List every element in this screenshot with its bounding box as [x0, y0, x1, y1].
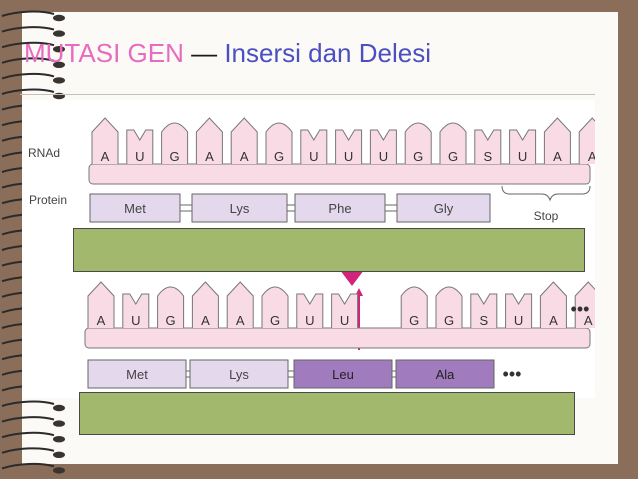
- top-base-letter: A: [553, 149, 562, 164]
- title-part-mutasi: MUTASI GEN: [24, 38, 184, 68]
- bottom-base-letter: G: [270, 313, 280, 328]
- top-base-letter: U: [518, 149, 527, 164]
- bottom-protein-label: Leu: [332, 367, 354, 382]
- bottom-protein-label: Ala: [436, 367, 456, 382]
- spiral-hole: [53, 405, 65, 411]
- spiral-hole: [53, 15, 65, 21]
- slide-title: MUTASI GEN — Insersi dan Delesi: [24, 38, 431, 69]
- spiral-coil: [2, 12, 54, 16]
- bottom-base-letter: U: [340, 313, 349, 328]
- top-base-letter: A: [588, 149, 595, 164]
- rna-label: RNAd: [28, 146, 60, 160]
- top-base-letter: A: [101, 149, 110, 164]
- spiral-coil: [2, 448, 54, 452]
- title-separator: —: [184, 38, 224, 68]
- spiral-hole: [53, 30, 65, 36]
- top-protein-label: Met: [124, 201, 146, 216]
- stop-bracket: [502, 186, 590, 200]
- ellipsis-bases: •••: [571, 299, 590, 319]
- top-protein-label: Phe: [328, 201, 351, 216]
- bottom-base-letter: G: [166, 313, 176, 328]
- bottom-base-letter: G: [444, 313, 454, 328]
- spiral-coil: [2, 74, 54, 78]
- protein-label: Protein: [29, 193, 67, 207]
- spiral-coil: [2, 464, 54, 468]
- spiral-hole: [53, 420, 65, 426]
- bottom-base-letter: A: [201, 313, 210, 328]
- top-protein-label: Lys: [230, 201, 250, 216]
- bottom-base-letter: S: [479, 313, 488, 328]
- spiral-hole: [53, 467, 65, 473]
- spiral-hole: [53, 436, 65, 442]
- title-divider: [20, 94, 595, 95]
- spiral-hole: [53, 452, 65, 458]
- top-base-letter: G: [170, 149, 180, 164]
- top-base-letter: G: [413, 149, 423, 164]
- spiral-coil: [2, 417, 54, 421]
- bottom-base-letter: U: [305, 313, 314, 328]
- top-protein-label: Gly: [434, 201, 454, 216]
- bottom-base-letter: A: [97, 313, 106, 328]
- bottom-base-letter: G: [409, 313, 419, 328]
- bottom-base-letter: U: [131, 313, 140, 328]
- top-base-letter: U: [309, 149, 318, 164]
- bottom-base-letter: A: [236, 313, 245, 328]
- bottom-base-letter: A: [549, 313, 558, 328]
- bottom-protein-label: Met: [126, 367, 148, 382]
- ellipsis-protein: •••: [503, 364, 522, 384]
- top-base-letter: G: [448, 149, 458, 164]
- top-base-letter: A: [205, 149, 214, 164]
- top-base-letter: U: [379, 149, 388, 164]
- top-rna-backbone: [89, 164, 590, 184]
- top-base-letter: S: [483, 149, 492, 164]
- bottom-base-letter: U: [514, 313, 523, 328]
- top-base-letter: A: [240, 149, 249, 164]
- bottom-protein-label: Lys: [229, 367, 249, 382]
- top-base-letter: G: [274, 149, 284, 164]
- spiral-hole: [53, 77, 65, 83]
- answer-box-top: [73, 228, 585, 272]
- top-base-letter: U: [135, 149, 144, 164]
- spiral-coil: [2, 27, 54, 31]
- title-part-insersi: Insersi dan Delesi: [224, 38, 431, 68]
- stop-label: Stop: [534, 209, 559, 223]
- top-base-letter: U: [344, 149, 353, 164]
- insertion-marker-icon: [340, 270, 364, 286]
- answer-box-bottom: [79, 392, 575, 435]
- spiral-coil: [2, 433, 54, 437]
- bottom-rna-backbone: [85, 328, 590, 348]
- spiral-coil: [2, 402, 54, 406]
